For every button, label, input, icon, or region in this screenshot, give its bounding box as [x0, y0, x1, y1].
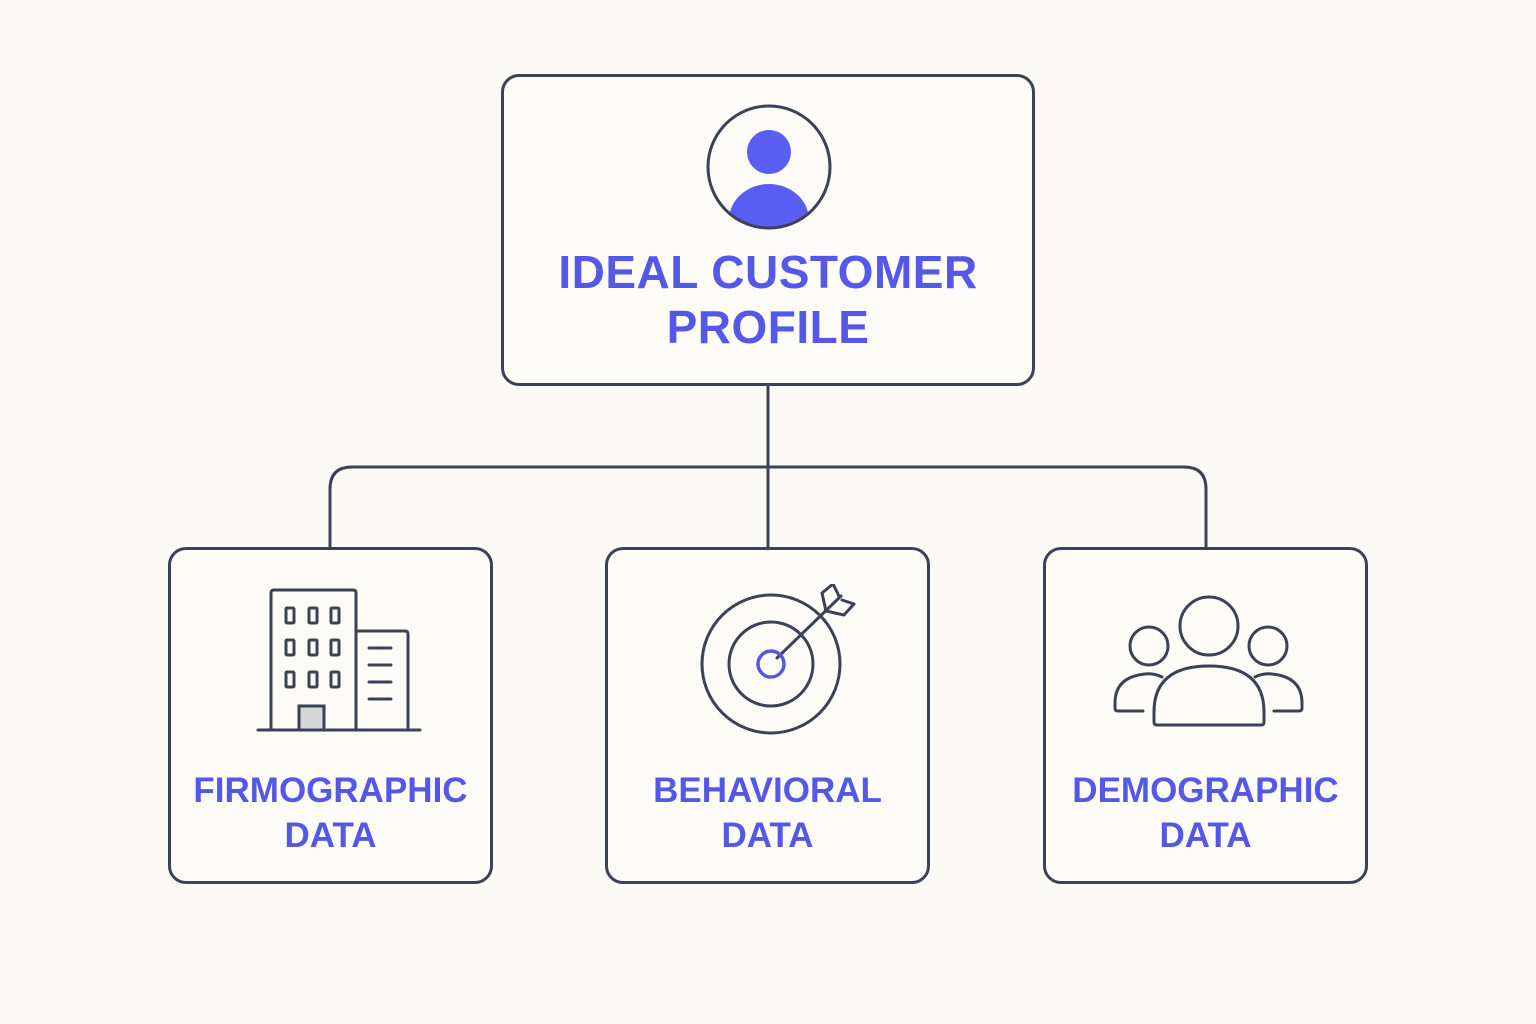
firmographic-data-node: FIRMOGRAPHIC DATA: [168, 547, 493, 884]
user-avatar-icon: [706, 104, 832, 230]
root-title: IDEAL CUSTOMER PROFILE: [504, 245, 1032, 355]
target-arrow-icon: [700, 584, 856, 735]
demographic-title-line2: DATA: [1159, 816, 1252, 855]
people-group-icon: [1113, 595, 1304, 727]
behavioral-title-line1: BEHAVIORAL: [653, 771, 882, 810]
demographic-title-line1: DEMOGRAPHIC: [1072, 771, 1339, 810]
building-icon: [256, 588, 422, 732]
connector-right-branch: [766, 465, 1208, 549]
demographic-title: DEMOGRAPHIC DATA: [1046, 768, 1365, 858]
root-title-line2: PROFILE: [666, 301, 870, 353]
firmographic-title-line2: DATA: [284, 816, 377, 855]
root-title-line1: IDEAL CUSTOMER: [558, 246, 978, 298]
firmographic-title-line1: FIRMOGRAPHIC: [193, 771, 468, 810]
firmographic-title: FIRMOGRAPHIC DATA: [171, 768, 490, 858]
ideal-customer-profile-node: IDEAL CUSTOMER PROFILE: [501, 74, 1035, 386]
behavioral-data-node: BEHAVIORAL DATA: [605, 547, 930, 884]
behavioral-title-line2: DATA: [721, 816, 814, 855]
demographic-data-node: DEMOGRAPHIC DATA: [1043, 547, 1368, 884]
behavioral-title: BEHAVIORAL DATA: [608, 768, 927, 858]
connector-left-branch: [328, 465, 770, 549]
